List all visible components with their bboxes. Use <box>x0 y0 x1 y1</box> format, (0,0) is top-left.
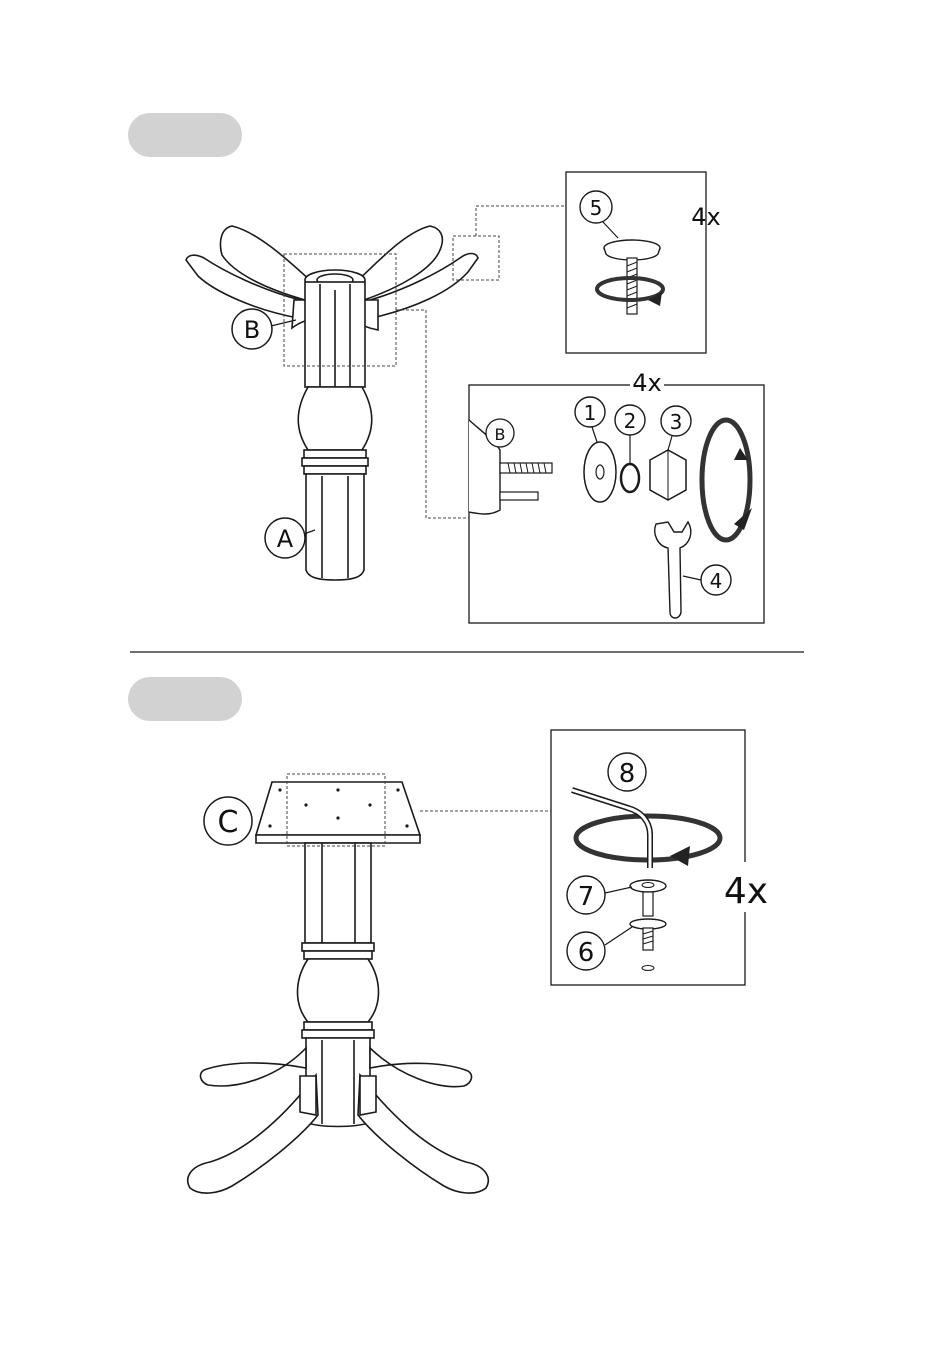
callout-7: 7 <box>578 882 595 912</box>
detail-cap-count: 4x <box>691 203 720 231</box>
callout-3: 3 <box>670 410 683 434</box>
step-2-badge <box>128 677 242 721</box>
leader-to-bolt-detail <box>396 310 470 518</box>
label-c: C <box>218 805 239 840</box>
detail-bolt-panel: 4x B 1 2 <box>469 369 764 623</box>
callout-5: 5 <box>590 196 603 220</box>
callout-1: 1 <box>584 401 597 425</box>
pedestal-base-illustration <box>186 226 478 580</box>
callout-8: 8 <box>619 759 636 789</box>
label-b: B <box>244 316 260 344</box>
detail-screw-panel: 4x 8 7 6 <box>551 730 770 985</box>
detail-label-b: B <box>495 425 506 444</box>
leader-to-cap-detail <box>476 206 566 236</box>
label-a: A <box>277 525 294 553</box>
detail-screw-count: 4x <box>724 871 768 912</box>
detail-cap-panel: 4x 5 <box>566 172 721 353</box>
callout-2: 2 <box>624 409 637 433</box>
callout-4: 4 <box>710 569 723 593</box>
step-2: C 4x 8 <box>128 677 770 1193</box>
step-1: B A 4x 5 <box>128 113 764 623</box>
detail-bolt-count: 4x <box>632 369 661 397</box>
step-1-badge <box>128 113 242 157</box>
callout-6: 6 <box>578 938 595 968</box>
